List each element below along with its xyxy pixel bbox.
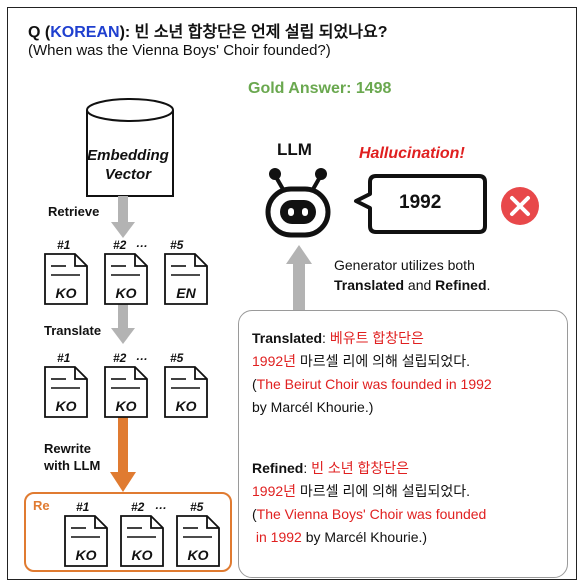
translated-block: Translated: 베유트 합창단은 1992년 마르셀 리에 의해 설립되… xyxy=(252,330,492,415)
llm-label: LLM xyxy=(277,140,312,159)
question-translation: (When was the Vienna Boys' Choir founded… xyxy=(28,42,331,59)
refined-block: Refined: 빈 소년 합창단은 1992년 마르셀 리에 의해 설립되었다… xyxy=(252,460,487,545)
doc-lang-tag: KO xyxy=(55,398,77,414)
hallucination-label: Hallucination! xyxy=(359,145,465,162)
doc-lang-tag: KO xyxy=(115,398,137,414)
doc-id-2: #2 xyxy=(113,351,127,365)
context-panel xyxy=(238,310,568,578)
refined-box-label: Re xyxy=(33,498,50,513)
generator-arrow xyxy=(286,245,312,311)
refined-docs-box xyxy=(24,492,232,572)
document-icon xyxy=(104,253,148,310)
doc-id-5: #5 xyxy=(170,238,184,252)
doc-lang-tag: KO xyxy=(187,547,209,563)
doc-id-1: #1 xyxy=(57,238,71,252)
question-title: Q (KOREAN): 빈 소년 합창단은 언제 설립 되었나요? xyxy=(28,24,388,41)
document-icon xyxy=(44,366,88,423)
rewrite-label: Rewrite with LLM xyxy=(44,441,101,473)
question-language: KOREAN xyxy=(50,24,120,41)
translated-heading: Translated xyxy=(252,330,323,346)
document-icon xyxy=(64,515,108,572)
speech-bubble-icon xyxy=(354,174,487,234)
doc-id-5: #5 xyxy=(190,500,204,514)
doc-id-5: #5 xyxy=(170,351,184,365)
document-icon xyxy=(104,366,148,423)
doc-id-1: #1 xyxy=(76,500,90,514)
doc-id-1: #1 xyxy=(57,351,71,365)
document-icon xyxy=(176,515,220,572)
robot-icon xyxy=(265,168,331,238)
generator-note: Generator utilizes both Translated and R… xyxy=(334,257,491,293)
doc-lang-tag: KO xyxy=(55,285,77,301)
doc-lang-tag: KO xyxy=(75,547,97,563)
retrieve-arrow xyxy=(111,196,135,238)
document-icon xyxy=(164,366,208,423)
embedding-vector-label: Embedding Vector xyxy=(87,147,169,183)
doc-id-2: #2 xyxy=(113,238,127,252)
doc-id-ellipsis: … xyxy=(155,498,167,512)
error-x-icon xyxy=(501,187,539,225)
document-icon xyxy=(44,253,88,310)
figure-frame xyxy=(7,7,577,580)
refined-heading: Refined xyxy=(252,460,304,476)
translate-arrow xyxy=(111,300,135,344)
document-icon xyxy=(120,515,164,572)
llm-answer: 1992 xyxy=(399,192,442,213)
document-icon xyxy=(164,253,208,310)
doc-id-ellipsis: … xyxy=(136,236,148,250)
gold-answer: Gold Answer: 1498 xyxy=(248,80,392,97)
doc-lang-tag: EN xyxy=(176,285,196,301)
rewrite-arrow xyxy=(110,408,136,492)
doc-id-2: #2 xyxy=(131,500,145,514)
doc-lang-tag: KO xyxy=(115,285,137,301)
doc-lang-tag: KO xyxy=(131,547,153,563)
doc-lang-tag: KO xyxy=(175,398,197,414)
doc-id-ellipsis: … xyxy=(136,349,148,363)
database-cylinder-icon xyxy=(86,98,174,197)
retrieve-label: Retrieve xyxy=(48,204,100,219)
translate-label: Translate xyxy=(44,323,102,338)
